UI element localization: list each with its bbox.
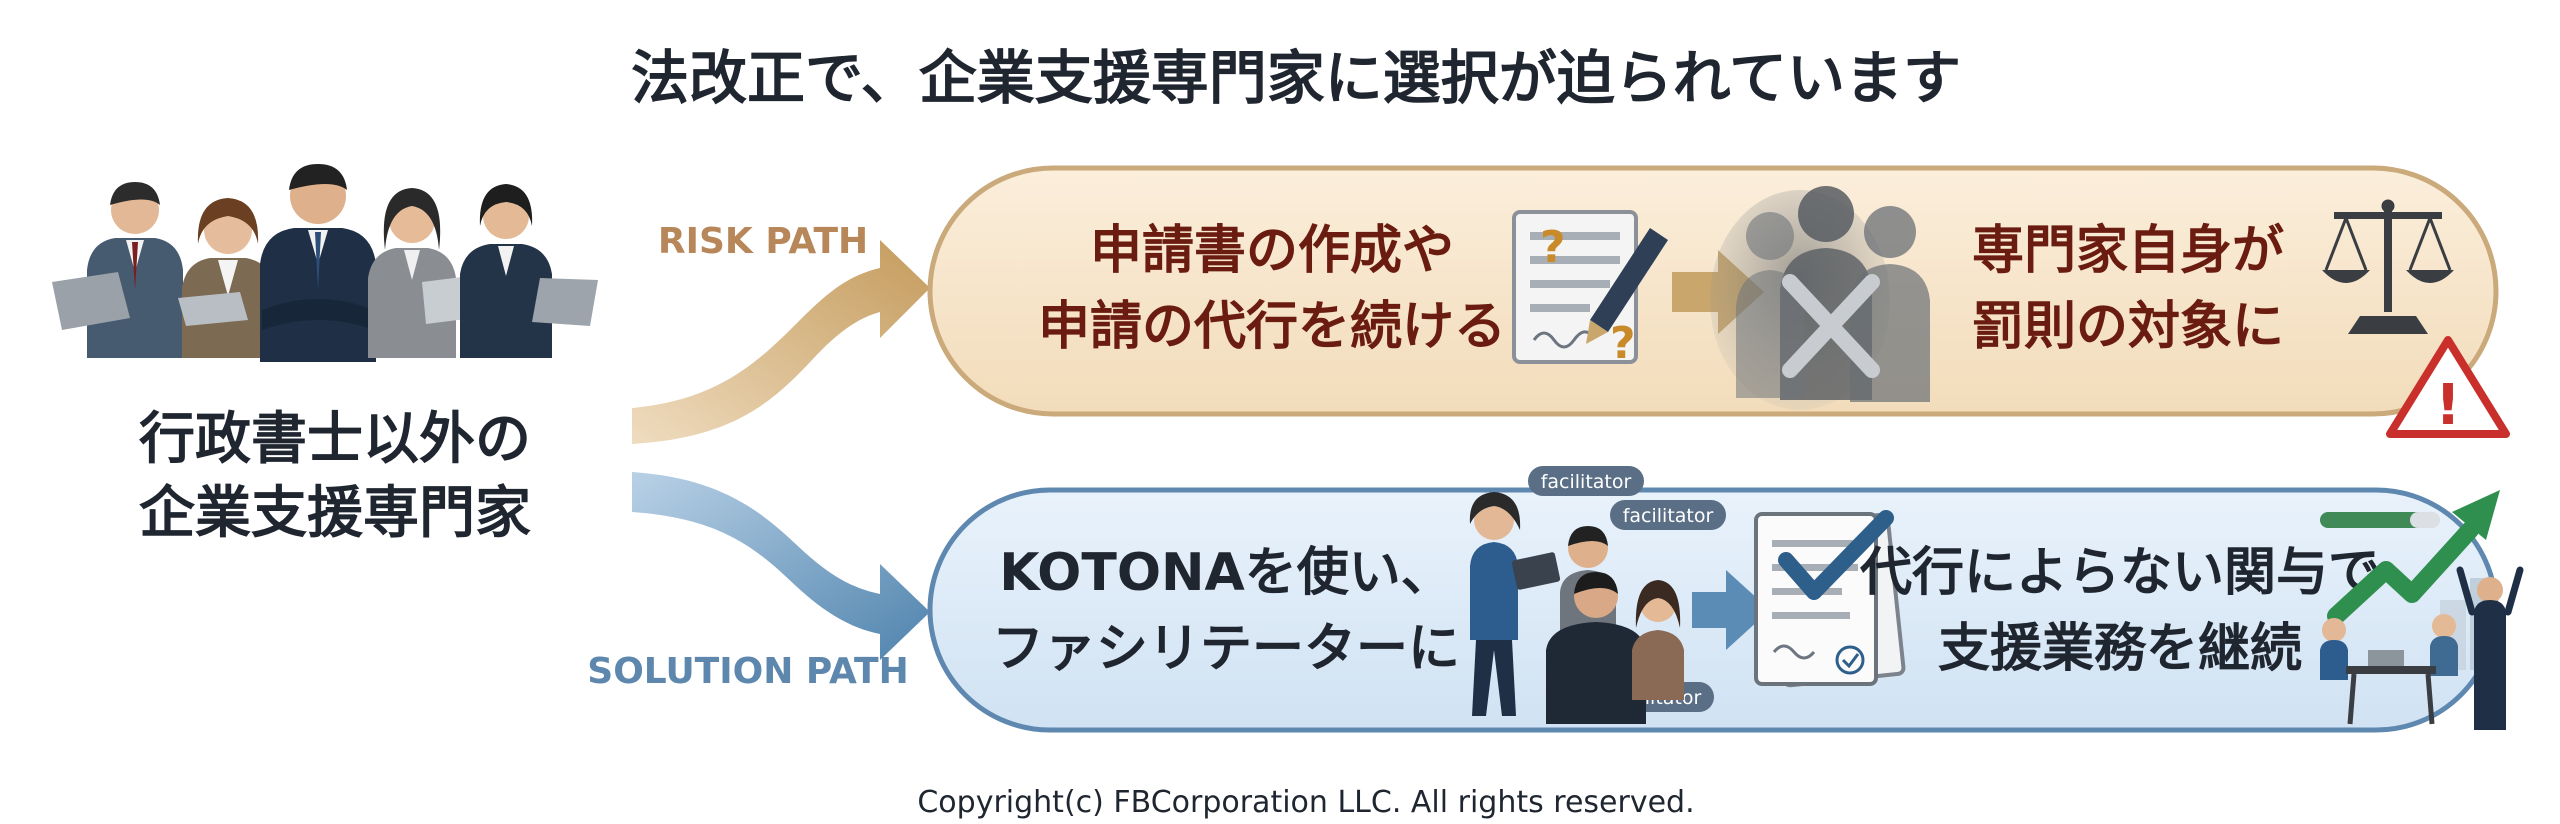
doc-question-mark-1: ? bbox=[1540, 222, 1566, 273]
risk-path-arrow bbox=[632, 240, 930, 444]
document-pen-icon: ? ? bbox=[1512, 210, 1668, 369]
risk-step2-line2: 罰則の対象に bbox=[1972, 297, 2284, 357]
solution-step1-line2: ファシリテーターに bbox=[992, 619, 1460, 679]
solution-path-arrow bbox=[632, 472, 930, 660]
checklist-document-icon bbox=[1754, 510, 1906, 688]
people-group-icon bbox=[52, 164, 598, 362]
scales-icon bbox=[2322, 199, 2454, 334]
svg-text:facilitator: facilitator bbox=[1623, 505, 1714, 527]
risk-step2-line1: 専門家自身が bbox=[1972, 221, 2284, 281]
source-label-line1: 行政書士以外の bbox=[139, 407, 531, 472]
copyright-text: Copyright(c) FBCorporation LLC. All righ… bbox=[917, 785, 1694, 820]
page-title: 法改正で、企業支援専門家に選択が迫られています bbox=[631, 44, 1961, 112]
svg-text:facilitator: facilitator bbox=[1541, 471, 1632, 493]
warning-icon: ! bbox=[2386, 336, 2510, 438]
shadow-people-icon bbox=[1710, 186, 1930, 410]
solution-path-label: SOLUTION PATH bbox=[587, 651, 908, 692]
growth-arrow-icon bbox=[2320, 490, 2524, 730]
source-label-line2: 企業支援専門家 bbox=[139, 481, 531, 546]
solution-inner-arrow bbox=[1692, 570, 1770, 650]
solution-step1-line1: KOTONAを使い、 bbox=[999, 543, 1453, 603]
solution-step2-line1: 代行によらない関与で bbox=[1859, 543, 2380, 603]
risk-step1-line1: 申請書の作成や bbox=[1090, 221, 1454, 281]
warning-mark: ! bbox=[2435, 373, 2461, 438]
risk-step1-line2: 申請の代行を続ける bbox=[1038, 297, 1506, 357]
facilitator-tag-1: facilitator bbox=[1528, 466, 1644, 496]
doc-question-mark-2: ? bbox=[1610, 318, 1636, 369]
risk-path-label: RISK PATH bbox=[658, 221, 868, 262]
facilitator-tag-2: facilitator bbox=[1610, 500, 1726, 530]
facilitator-team-icon: facilitator facilitator facilitator bbox=[1469, 466, 1726, 724]
solution-step2-line2: 支援業務を継続 bbox=[1938, 619, 2302, 679]
